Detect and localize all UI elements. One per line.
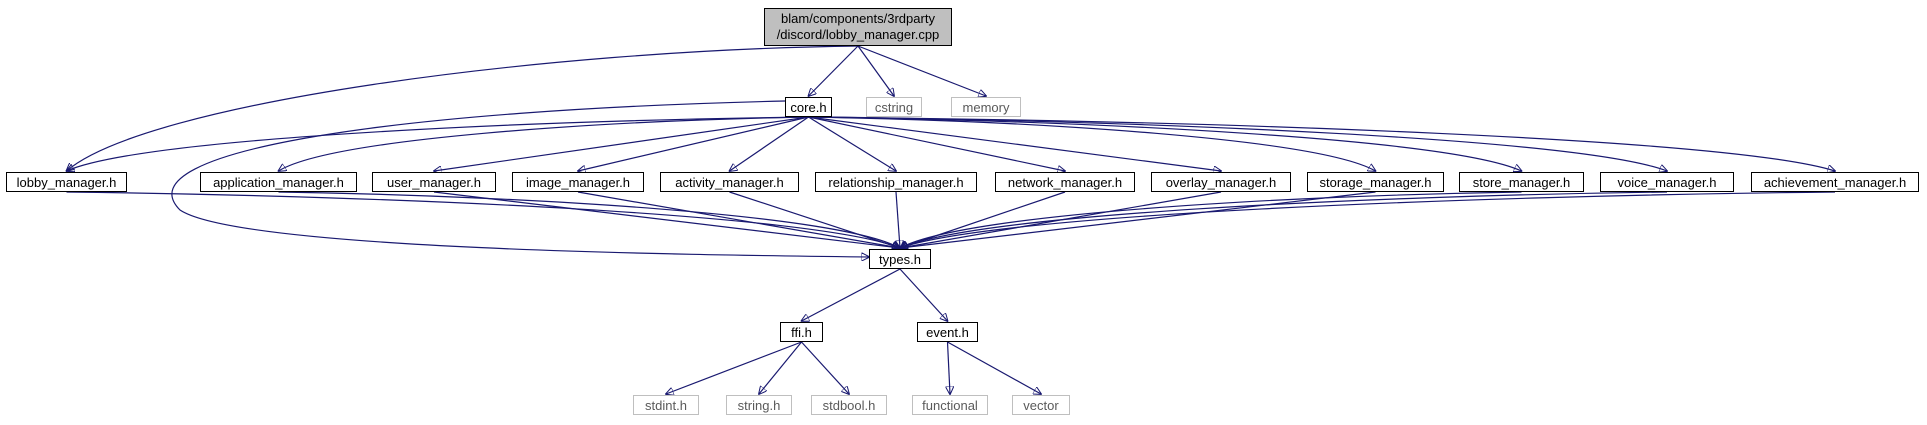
edge-core-to-image_manager	[578, 116, 809, 171]
node-achievement-manager-h[interactable]: achievement_manager.h	[1751, 172, 1919, 192]
edge-types-to-ffi	[802, 268, 901, 321]
edge-core-to-network_manager	[808, 116, 1066, 171]
edge-types-to-event	[899, 268, 948, 321]
node-store-manager-h[interactable]: store_manager.h	[1459, 172, 1584, 192]
node-event-h[interactable]: event.h	[917, 322, 978, 342]
edge-voice_manager-to-types	[900, 191, 1668, 248]
node-storage-manager-h[interactable]: storage_manager.h	[1307, 172, 1444, 192]
node-functional: functional	[912, 395, 988, 415]
edge-storage_manager-to-types	[900, 191, 1376, 248]
edge-core-to-activity_manager	[730, 116, 809, 171]
edge-core-to-overlay_manager	[808, 116, 1222, 171]
node-vector: vector	[1012, 395, 1070, 415]
edge-application_manager-to-types	[278, 191, 901, 248]
node-lobby-manager-cpp: blam/components/3rdparty /discord/lobby_…	[764, 8, 952, 46]
edge-ffi-to-stdbool	[801, 341, 850, 394]
node-voice-manager-h[interactable]: voice_manager.h	[1600, 172, 1734, 192]
edge-relationship_manager-to-types	[896, 191, 900, 248]
edge-achievement_manager-to-types	[900, 191, 1836, 248]
edge-event-to-functional	[948, 341, 951, 394]
node-user-manager-h[interactable]: user_manager.h	[372, 172, 496, 192]
edge-core-to-achievement_manager	[808, 116, 1836, 171]
node-lobby-manager-h[interactable]: lobby_manager.h	[6, 172, 127, 192]
edge-core-to-types	[171, 100, 869, 257]
edge-image_manager-to-types	[577, 191, 900, 248]
edge-root-to-core	[809, 45, 859, 96]
edge-network_manager-to-types	[900, 191, 1066, 248]
node-network-manager-h[interactable]: network_manager.h	[995, 172, 1135, 192]
node-ffi-h[interactable]: ffi.h	[780, 322, 823, 342]
edge-root-to-cstring	[857, 45, 894, 96]
edge-core-to-lobby_manager	[67, 116, 809, 171]
edge-user_manager-to-types	[433, 191, 900, 248]
edge-core-to-storage_manager	[808, 116, 1376, 171]
node-string-h: string.h	[726, 395, 792, 415]
root-label-line2: /discord/lobby_manager.cpp	[776, 27, 940, 42]
edge-root-to-memory	[857, 45, 986, 96]
node-cstring: cstring	[866, 97, 922, 117]
root-label-line1: blam/components/3rdparty	[781, 11, 935, 26]
node-types-h[interactable]: types.h	[869, 249, 931, 269]
node-relationship-manager-h[interactable]: relationship_manager.h	[815, 172, 977, 192]
edge-core-to-application_manager	[279, 116, 809, 171]
node-stdbool-h: stdbool.h	[811, 395, 887, 415]
edge-store_manager-to-types	[900, 191, 1522, 248]
node-memory: memory	[951, 97, 1021, 117]
node-image-manager-h[interactable]: image_manager.h	[512, 172, 644, 192]
node-application-manager-h[interactable]: application_manager.h	[200, 172, 357, 192]
edge-core-to-user_manager	[434, 116, 809, 171]
edge-event-to-vector	[947, 341, 1042, 394]
node-overlay-manager-h[interactable]: overlay_manager.h	[1151, 172, 1291, 192]
edge-root-to-lobby_manager	[67, 45, 859, 171]
node-activity-manager-h[interactable]: activity_manager.h	[660, 172, 799, 192]
node-core-h[interactable]: core.h	[785, 97, 832, 117]
edge-ffi-to-string	[759, 341, 802, 394]
edge-ffi-to-stdint	[666, 341, 802, 394]
edge-core-to-relationship_manager	[808, 116, 897, 171]
node-stdint-h: stdint.h	[633, 395, 699, 415]
edge-activity_manager-to-types	[729, 191, 901, 248]
